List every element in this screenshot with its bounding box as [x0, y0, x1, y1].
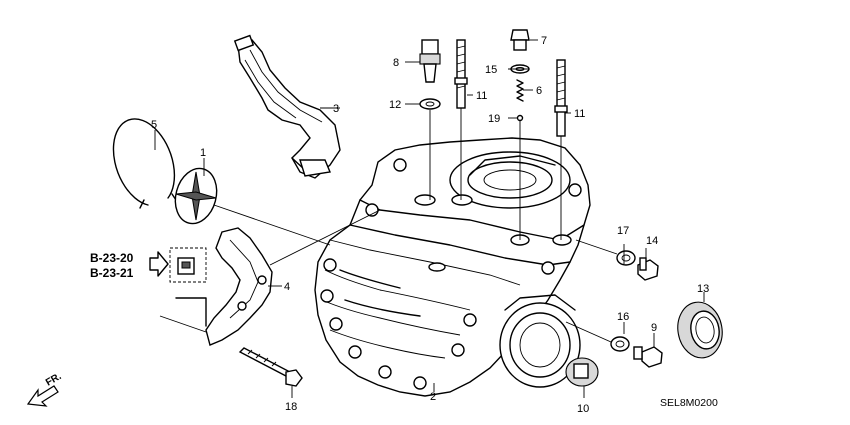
callout-10: 10 — [577, 403, 589, 415]
callout-14: 14 — [646, 235, 658, 247]
sealing-bolt-7 — [510, 29, 530, 51]
callout-17: 17 — [617, 225, 629, 237]
callout-2: 2 — [430, 391, 436, 403]
harness-bracket — [233, 34, 341, 179]
arrow-icon — [26, 385, 59, 407]
callout-19: 19 — [488, 113, 500, 125]
leader-lines — [154, 39, 705, 398]
oil-guide-plate — [174, 167, 218, 225]
oil-seal-13 — [677, 301, 723, 359]
callout-7: 7 — [541, 35, 547, 47]
diagram-code: SEL8M0200 — [660, 397, 718, 409]
callout-3: 3 — [333, 103, 339, 115]
callout-11-right: 11 — [574, 108, 585, 120]
reference-link-b-23-21[interactable]: B-23-21 — [90, 266, 134, 280]
callout-9: 9 — [651, 322, 657, 334]
callout-5: 5 — [151, 119, 157, 131]
reference-link-b-23-20[interactable]: B-23-20 — [90, 251, 134, 265]
washer-16 — [610, 336, 630, 352]
connector-reference-box — [149, 247, 207, 283]
callout-18: 18 — [285, 401, 297, 413]
transmission-mount-bracket — [175, 227, 273, 346]
callout-13: 13 — [697, 283, 709, 295]
callout-15: 15 — [485, 64, 497, 76]
filler-bolt-9 — [633, 346, 663, 368]
callout-8: 8 — [393, 57, 399, 69]
callout-11-left: 11 — [476, 90, 487, 102]
callout-1: 1 — [200, 147, 206, 159]
washer-12 — [419, 98, 441, 110]
steel-ball-19 — [516, 114, 524, 122]
washer-17 — [616, 250, 636, 266]
transmission-housing — [314, 137, 591, 397]
bolt-18 — [238, 347, 303, 387]
stud-bolt-right — [554, 59, 568, 137]
callout-4: 4 — [284, 281, 290, 293]
callout-6: 6 — [536, 85, 542, 97]
circlip — [112, 118, 177, 209]
plug-10 — [565, 357, 599, 387]
front-direction-arrow: FR. — [26, 371, 64, 407]
callout-16: 16 — [617, 311, 629, 323]
callout-labels: 1 2 3 4 5 6 7 8 9 10 11 11 12 13 14 15 1… — [151, 35, 709, 415]
stud-bolt-left — [454, 39, 468, 109]
speed-sensor — [419, 39, 441, 83]
spring-6 — [516, 79, 524, 102]
front-direction-label: FR. — [44, 371, 64, 389]
callout-12: 12 — [389, 99, 401, 111]
drain-bolt-14 — [637, 257, 659, 281]
section-references: B-23-20 B-23-21 — [90, 251, 134, 280]
